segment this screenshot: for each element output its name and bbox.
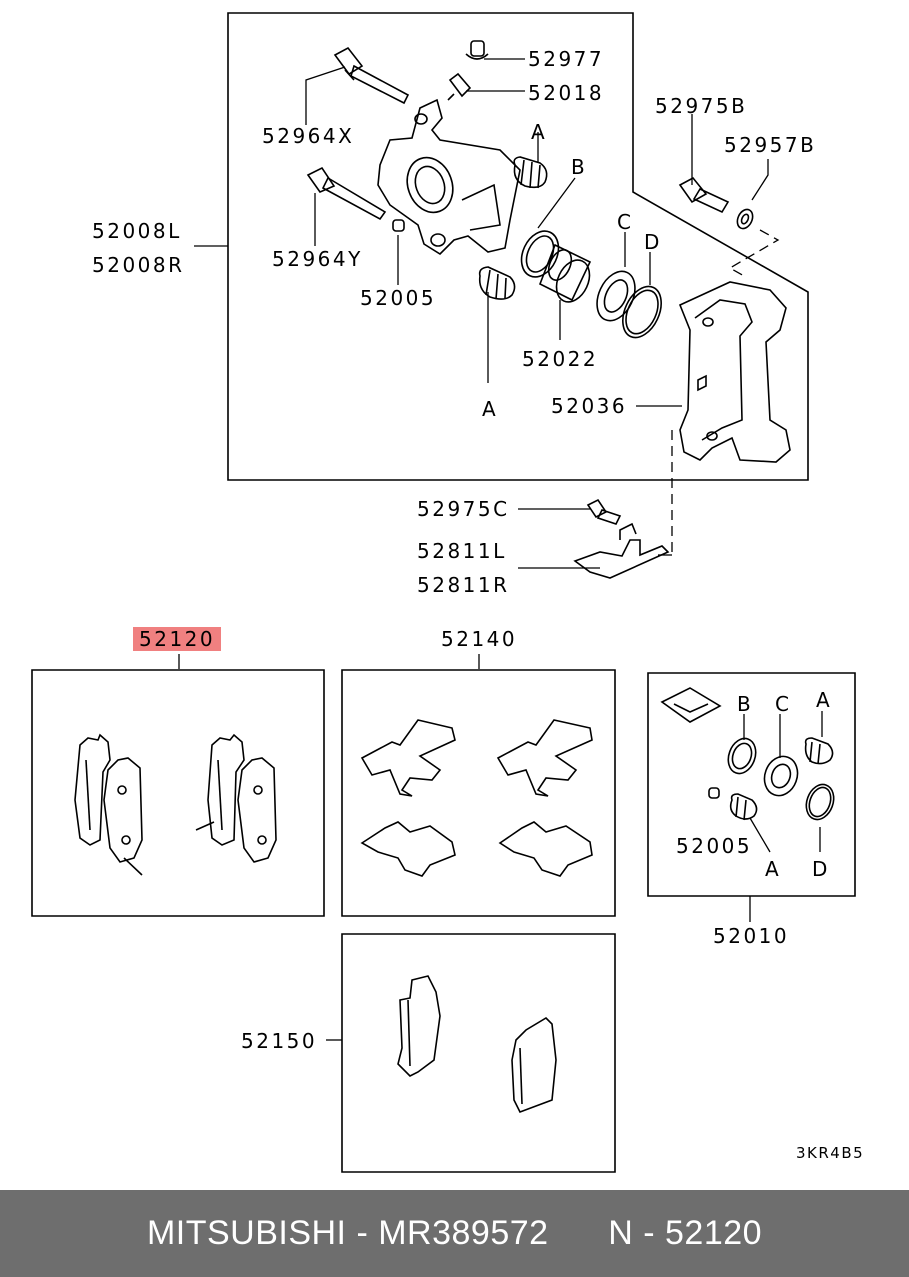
kit-letter-d: D	[812, 857, 830, 881]
callout-52964y: 52964Y	[272, 247, 363, 271]
callout-52977: 52977	[528, 47, 605, 71]
piston-52022	[540, 245, 596, 307]
ring-d	[615, 280, 669, 343]
footer-part-info: MITSUBISHI - MR389572 N - 52120	[146, 1214, 763, 1252]
kit-letter-b: B	[737, 692, 754, 716]
callout-52964x: 52964X	[262, 124, 355, 148]
callout-52010: 52010	[713, 924, 790, 948]
seal-kit-box-52010	[648, 673, 855, 896]
callout-52140: 52140	[441, 627, 518, 651]
kit-letter-a-lower: A	[765, 857, 782, 881]
brake-pads-right	[196, 735, 276, 862]
wear-indicator-52811	[575, 524, 668, 578]
parts-diagram: 52977 52018 52964X 52975B 52957B 52008L …	[0, 0, 909, 1190]
callout-52005-kit: 52005	[676, 834, 753, 858]
bolt-52975b	[680, 178, 728, 212]
callout-52022: 52022	[522, 347, 599, 371]
callout-52811l: 52811L	[417, 539, 507, 563]
kit-letter-a-upper: A	[816, 688, 833, 712]
kit-letter-c: C	[775, 692, 792, 716]
dust-seal-b	[514, 225, 565, 283]
callout-52811r: 52811R	[417, 573, 510, 597]
ref-letter-b: B	[571, 155, 588, 179]
callout-52036: 52036	[551, 394, 628, 418]
ref-letter-a-upper: A	[531, 120, 548, 144]
washer-52957b	[734, 207, 755, 231]
diagram-drawing	[0, 0, 909, 1190]
callout-52975b: 52975B	[655, 94, 748, 118]
footer-bar: MITSUBISHI - MR389572 N - 52120	[0, 1190, 909, 1277]
caliper-body	[378, 100, 520, 254]
callout-52005-caliper: 52005	[360, 286, 437, 310]
guide-pin-52964y	[308, 168, 385, 219]
callout-52975c: 52975C	[417, 497, 510, 521]
callout-52018: 52018	[528, 81, 605, 105]
bleeder-screw-52018	[448, 74, 470, 100]
boot-a-upper	[514, 157, 546, 188]
seal-kit-parts	[662, 688, 838, 823]
boot-a-lower	[480, 267, 515, 299]
bolt-52975c	[588, 500, 620, 524]
pad-set-box-52120	[32, 670, 324, 916]
shim-box-52150	[342, 934, 615, 1172]
callout-52120-highlighted[interactable]: 52120	[133, 627, 222, 651]
support-bracket-52036	[680, 282, 790, 462]
callout-52008r: 52008R	[92, 253, 185, 277]
caliper-assembly-frame	[228, 13, 808, 480]
leader-lines	[179, 59, 822, 1040]
drawing-code: 3KR4B5	[796, 1144, 865, 1162]
bleeder-cap-52977	[466, 41, 488, 59]
callout-52957b: 52957B	[724, 133, 817, 157]
ref-letter-a-lower: A	[482, 397, 499, 421]
ref-letter-c: C	[617, 210, 634, 234]
pad-clips	[362, 720, 592, 876]
pad-shims	[398, 976, 556, 1112]
ref-letter-d: D	[644, 230, 662, 254]
callout-52150: 52150	[241, 1029, 318, 1053]
piston-seal-c	[590, 265, 643, 326]
callout-52008l: 52008L	[92, 219, 182, 243]
clip-kit-box-52140	[342, 670, 615, 916]
sleeve-52005	[393, 220, 404, 231]
guide-pin-52964x	[335, 48, 408, 103]
brake-pads-left	[75, 735, 142, 875]
